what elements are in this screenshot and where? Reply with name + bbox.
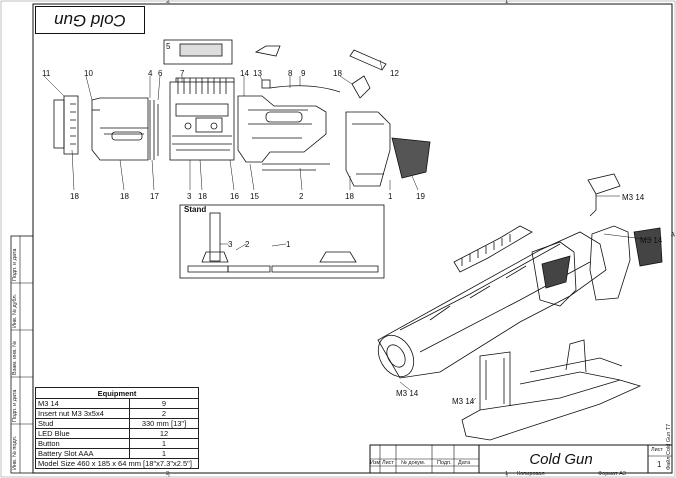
callout-label: 18 — [120, 192, 129, 201]
side-cell-label: Инв. № подл. — [12, 435, 18, 470]
callout-label: M3 14 — [640, 236, 663, 245]
side-cell-label: Взам. инв. № — [12, 340, 18, 375]
table-row: Button 1 — [35, 438, 199, 449]
table-row: Battery Slot AAA 1 — [35, 448, 199, 459]
equipment-qty: 1 — [129, 448, 199, 459]
zone-number: 1 — [505, 0, 509, 5]
equipment-qty: 12 — [129, 428, 199, 439]
callout-label: 2 — [299, 192, 304, 201]
callout-label: 18 — [333, 69, 342, 78]
zone-letter: A — [671, 232, 675, 238]
title-block-cell: Дата — [458, 460, 471, 466]
equipment-item: Battery Slot AAA — [35, 448, 130, 459]
table-row: Insert nut M3 3x5x4 2 — [35, 408, 199, 419]
callout-label: 6 — [158, 69, 163, 78]
side-cell-label: Инв. № дубл. — [12, 293, 18, 328]
callout-label: M3 14 — [452, 397, 475, 406]
sheet-number: 1 — [657, 460, 662, 469]
table-row: Stud 330 mm [13"] — [35, 418, 199, 429]
callout-label: 1 — [388, 192, 393, 201]
model-size: Model Size 460 x 185 x 64 mm [18"x7.3"x2… — [35, 458, 199, 469]
equipment-qty: 330 mm [13"] — [129, 418, 199, 429]
title-block-cell: Лист — [382, 460, 394, 466]
callout-label: M3 14 — [622, 193, 645, 202]
zone-number: 2 — [166, 0, 170, 5]
format-label: Формат A3 — [598, 471, 626, 477]
callout-label: 12 — [390, 69, 399, 78]
callout-label: 1 — [286, 240, 291, 249]
callout-label: 18 — [70, 192, 79, 201]
equipment-qty: 9 — [129, 398, 199, 409]
callout-label: 13 — [253, 69, 262, 78]
callout-label: 18 — [345, 192, 354, 201]
callout-label: 17 — [150, 192, 159, 201]
drawing-title-rotated: Cold Gun — [35, 6, 145, 34]
equipment-item: Button — [35, 438, 130, 449]
equipment-item: M3 14 — [35, 398, 130, 409]
equipment-qty: 1 — [129, 438, 199, 449]
title-block-cell: № докум. — [401, 460, 426, 466]
table-row: Model Size 460 x 185 x 64 mm [18"x7.3"x2… — [35, 458, 199, 469]
copied-label: Копировал — [517, 471, 545, 477]
callout-label: 5 — [166, 42, 171, 51]
callout-label: 11 — [42, 69, 51, 78]
equipment-table: Equipment M3 14 9 Insert nut M3 3x5x4 2 … — [35, 387, 199, 469]
equipment-item: Insert nut M3 3x5x4 — [35, 408, 130, 419]
callout-label: 14 — [240, 69, 249, 78]
stand-view-label: Stand — [184, 205, 207, 214]
callout-label: 3 — [228, 240, 233, 249]
equipment-header: Equipment — [35, 387, 199, 399]
callout-label: 3 — [187, 192, 192, 201]
side-cell-label: Подп. и дата — [12, 389, 18, 422]
title-block-cell: Изм — [370, 460, 381, 466]
side-cell-label: Подп. и дата — [12, 248, 18, 281]
callout-label: 7 — [180, 69, 185, 78]
callout-label: 2 — [245, 240, 250, 249]
callout-label: 19 — [416, 192, 425, 201]
table-row: LED Blue 12 — [35, 428, 199, 439]
callout-label: 9 — [301, 69, 306, 78]
callout-label: 8 — [288, 69, 293, 78]
zone-number: 2 — [166, 471, 170, 477]
callout-label: 15 — [250, 192, 259, 201]
callout-label: 4 — [148, 69, 153, 78]
equipment-qty: 2 — [129, 408, 199, 419]
sheet-label: Лист — [651, 447, 663, 453]
file-label: Файл Cold Gun T7 — [666, 423, 672, 470]
table-row: M3 14 9 — [35, 398, 199, 409]
title-block-cell: Подп. — [437, 460, 452, 466]
zone-number: 1 — [505, 471, 509, 477]
equipment-item: LED Blue — [35, 428, 130, 439]
callout-label: 16 — [230, 192, 239, 201]
callout-label: 10 — [84, 69, 93, 78]
equipment-item: Stud — [35, 418, 130, 429]
callout-label: M3 14 — [396, 389, 419, 398]
title-block-name: Cold Gun — [529, 450, 593, 468]
callout-label: 18 — [198, 192, 207, 201]
